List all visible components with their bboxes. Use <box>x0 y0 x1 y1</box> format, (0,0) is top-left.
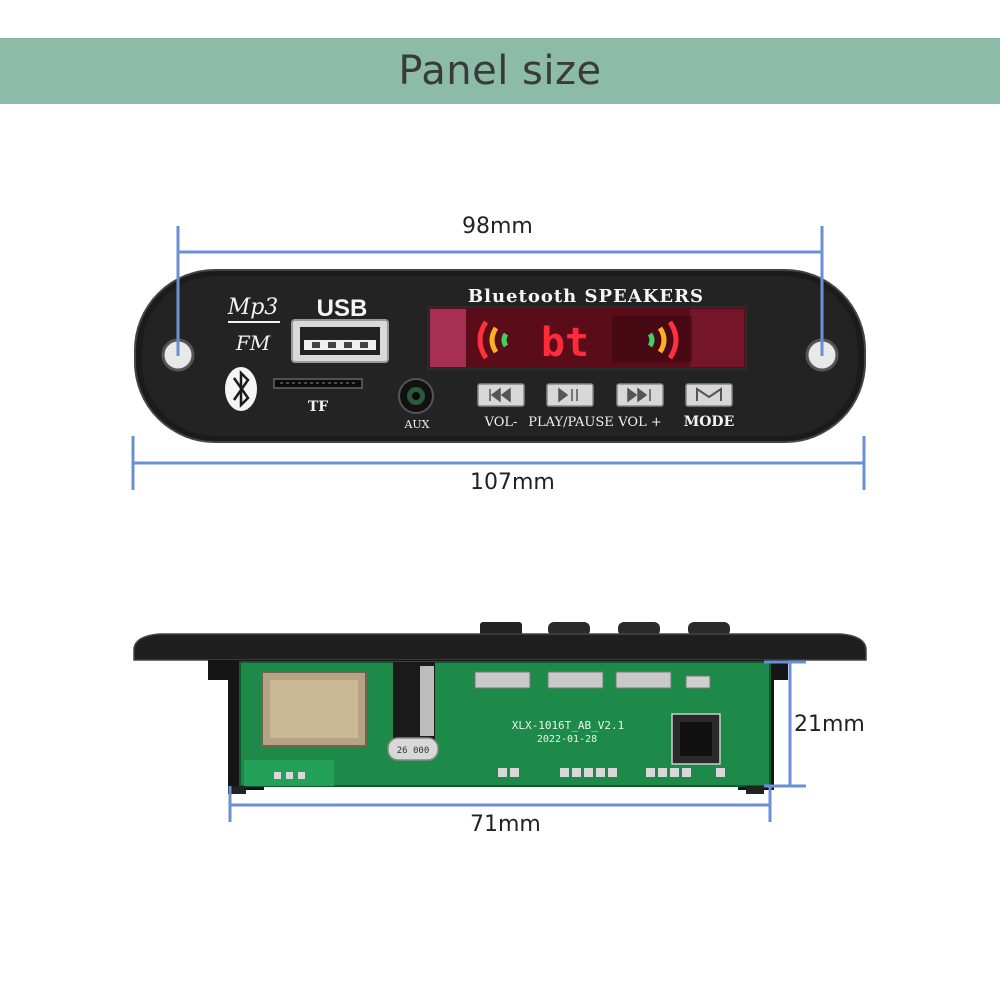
tf-label: TF <box>308 399 328 415</box>
dimension-98mm: 98mm <box>462 214 533 239</box>
aux-label: AUX <box>403 418 429 431</box>
display-readout: bt <box>541 320 589 366</box>
led-display <box>427 306 747 370</box>
front-dimension-lines <box>131 226 866 490</box>
vol-down-button[interactable] <box>477 383 525 407</box>
button-label-mode: MODE <box>684 414 735 430</box>
title-banner: Panel size <box>0 38 1000 104</box>
side-view: 26 000 XLX-1016T_AB_V2.1 2022-01-28 <box>133 622 867 794</box>
crystal-oscillator <box>387 737 439 761</box>
vol-up-button[interactable] <box>616 383 664 407</box>
button-label-vol-down: VOL- <box>484 415 518 430</box>
play-pause-button[interactable] <box>546 383 594 407</box>
tf-card-slot[interactable] <box>273 378 363 389</box>
usb-label: USB <box>317 295 368 322</box>
logo-fm-text: FM <box>235 331 271 355</box>
dimension-107mm: 107mm <box>470 470 555 495</box>
usb-port[interactable] <box>291 319 389 363</box>
pcb-date-label: 2022-01-28 <box>537 734 597 745</box>
bluetooth-icon <box>225 367 257 411</box>
button-label-vol-up: VOL + <box>617 415 661 430</box>
brand-label: Bluetooth SPEAKERS <box>468 286 704 307</box>
aux-jack[interactable] <box>398 378 434 414</box>
side-dimension-lines <box>228 660 806 822</box>
crystal-label: 26 000 <box>397 746 430 756</box>
front-panel: Mp3 FM USB TF AUX <box>134 269 866 443</box>
page-title: Panel size <box>398 48 602 94</box>
pcb-model-label: XLX-1016T_AB_V2.1 <box>512 719 625 732</box>
logo-mp3-text: Mp3 <box>227 295 279 320</box>
button-label-play-pause: PLAY/PAUSE <box>528 415 614 430</box>
dimension-21mm: 21mm <box>794 712 865 737</box>
dimension-71mm: 71mm <box>470 812 541 837</box>
mode-button[interactable] <box>685 383 733 407</box>
